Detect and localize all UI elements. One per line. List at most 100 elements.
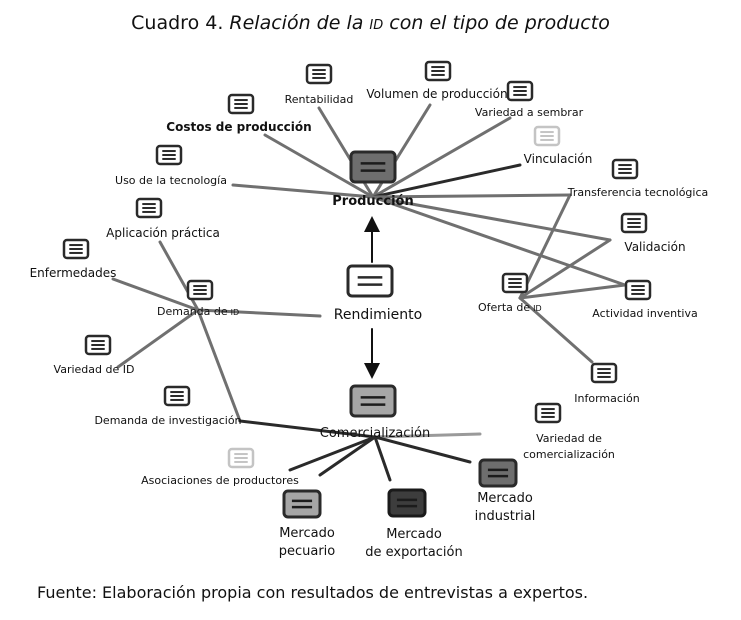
node-label-variedad_com: Variedad de	[536, 432, 602, 445]
server-icon	[590, 362, 618, 384]
edge-costos-to-produccion	[263, 133, 375, 199]
label-text: Asociaciones de productores	[141, 474, 299, 487]
node-label2-industrial: industrial	[475, 509, 536, 524]
node-label2-variedad_com: comercialización	[523, 448, 615, 461]
edge-variedad_id-to-demanda_id	[116, 308, 200, 369]
edge-exportacion-to-comercializacion	[373, 435, 392, 482]
server-icon	[534, 402, 562, 424]
node-label-exportacion: Mercado	[386, 527, 442, 542]
server-icon	[186, 279, 214, 301]
node-label-comercializacion: Comercialización	[320, 426, 430, 441]
node-aplicacion: Aplicación práctica	[106, 197, 220, 240]
node-label2-exportacion: de exportación	[365, 545, 462, 560]
label-text: Variedad de ID	[54, 363, 135, 376]
label-smallcaps: ID	[533, 304, 542, 313]
node-label-uso_tec: Uso de la tecnología	[115, 174, 227, 187]
node-label-demanda_inv: Demanda de investigación	[94, 414, 241, 427]
label-text: Enfermedades	[30, 266, 117, 280]
label-text: Demanda de	[157, 305, 228, 318]
server-icon	[349, 384, 397, 418]
node-transferencia: Transferencia tecnológica	[567, 158, 708, 199]
server-icon	[346, 264, 394, 298]
server-icon	[501, 272, 529, 294]
edge-rendimiento-to-demanda_id	[196, 308, 322, 318]
icon-frame	[282, 489, 322, 519]
node-vinculacion: Vinculación	[524, 125, 593, 166]
node-informacion: Información	[574, 362, 640, 405]
title-smallcaps: ID	[369, 18, 384, 33]
node-label-actividad: Actividad inventiva	[592, 307, 697, 320]
node-label-pecuario: Mercado	[279, 526, 335, 541]
icon-frame	[349, 150, 397, 184]
node-label-vinculacion: Vinculación	[524, 152, 593, 166]
server-icon	[387, 488, 427, 518]
node-variedad_id: Variedad de ID	[54, 334, 135, 376]
server-icon	[135, 197, 163, 219]
source-note: Fuente: Elaboración propia con resultado…	[37, 583, 589, 602]
node-demanda_inv: Demanda de investigación	[94, 385, 242, 427]
label-text: Rendimiento	[334, 307, 422, 323]
label-text: Costos de producción	[166, 120, 311, 134]
title-italic-end: con el tipo de producto	[383, 12, 610, 34]
edge-industrial-to-comercializacion	[373, 435, 472, 464]
edge-enfermedades-to-demanda_id	[111, 277, 200, 312]
node-uso_tec: Uso de la tecnología	[115, 144, 227, 187]
edge-informacion-to-oferta_id	[518, 296, 594, 364]
label-text: Vinculación	[524, 152, 593, 166]
server-icon	[349, 150, 397, 184]
label-text: Uso de la tecnología	[115, 174, 227, 187]
server-icon	[624, 279, 652, 301]
node-rentabilidad: Rentabilidad	[285, 63, 354, 106]
node-label-enfermedades: Enfermedades	[30, 266, 117, 280]
node-label-variedad_id: Variedad de ID	[54, 363, 135, 376]
node-label-asociaciones: Asociaciones de productores	[141, 474, 299, 487]
node-variedad_com: Variedad de comercialización	[523, 402, 615, 461]
server-icon	[620, 212, 648, 234]
label-text: Información	[574, 392, 639, 405]
label-text: Volumen de producción	[366, 87, 507, 101]
node-exportacion: Mercado de exportación	[365, 488, 463, 560]
node-label-rendimiento: Rendimiento	[334, 307, 422, 323]
server-icon	[155, 144, 183, 166]
label-smallcaps: ID	[231, 308, 240, 317]
node-pecuario: Mercado pecuario	[279, 489, 336, 559]
server-icon	[282, 489, 322, 519]
node-produccion: Producción	[332, 150, 414, 209]
edge-validacion-to-produccion	[371, 195, 612, 242]
server-icon	[533, 125, 561, 147]
server-icon	[227, 93, 255, 115]
icon-frame	[346, 264, 394, 298]
title-italic-start: Relación de la	[229, 12, 370, 34]
edge-variedad_com-to-comercializacion	[373, 432, 482, 439]
label-text: Oferta de	[478, 301, 530, 314]
node-volumen: Volumen de producción	[366, 60, 508, 101]
edge-asociaciones-to-comercializacion	[288, 435, 377, 472]
edge-vinculacion-to-produccion	[371, 163, 522, 199]
server-icon	[163, 385, 191, 407]
node-label-produccion: Producción	[332, 194, 414, 209]
label-text: Rentabilidad	[285, 93, 354, 106]
server-icon	[611, 158, 639, 180]
label-text: Actividad inventiva	[592, 307, 697, 320]
label-text: Mercado	[279, 526, 335, 541]
edge-validacion-to-oferta_id	[518, 238, 612, 300]
title-prefix: Cuadro 4.	[131, 12, 224, 34]
label-text: Aplicación práctica	[106, 226, 220, 240]
node-label2-pecuario: pecuario	[279, 544, 336, 559]
server-icon	[424, 60, 452, 82]
edge-demanda_inv-to-comercializacion	[238, 419, 377, 439]
node-rendimiento: Rendimiento	[334, 264, 422, 323]
edge-pecuario-to-comercializacion	[318, 435, 377, 477]
icon-frame	[349, 384, 397, 418]
node-label-validacion: Validación	[624, 240, 685, 254]
node-label-informacion: Información	[574, 392, 639, 405]
edge-uso_tec-to-produccion	[231, 183, 375, 199]
edge-demanda_inv-to-demanda_id	[196, 308, 242, 423]
label-text: Variedad de	[536, 432, 602, 445]
